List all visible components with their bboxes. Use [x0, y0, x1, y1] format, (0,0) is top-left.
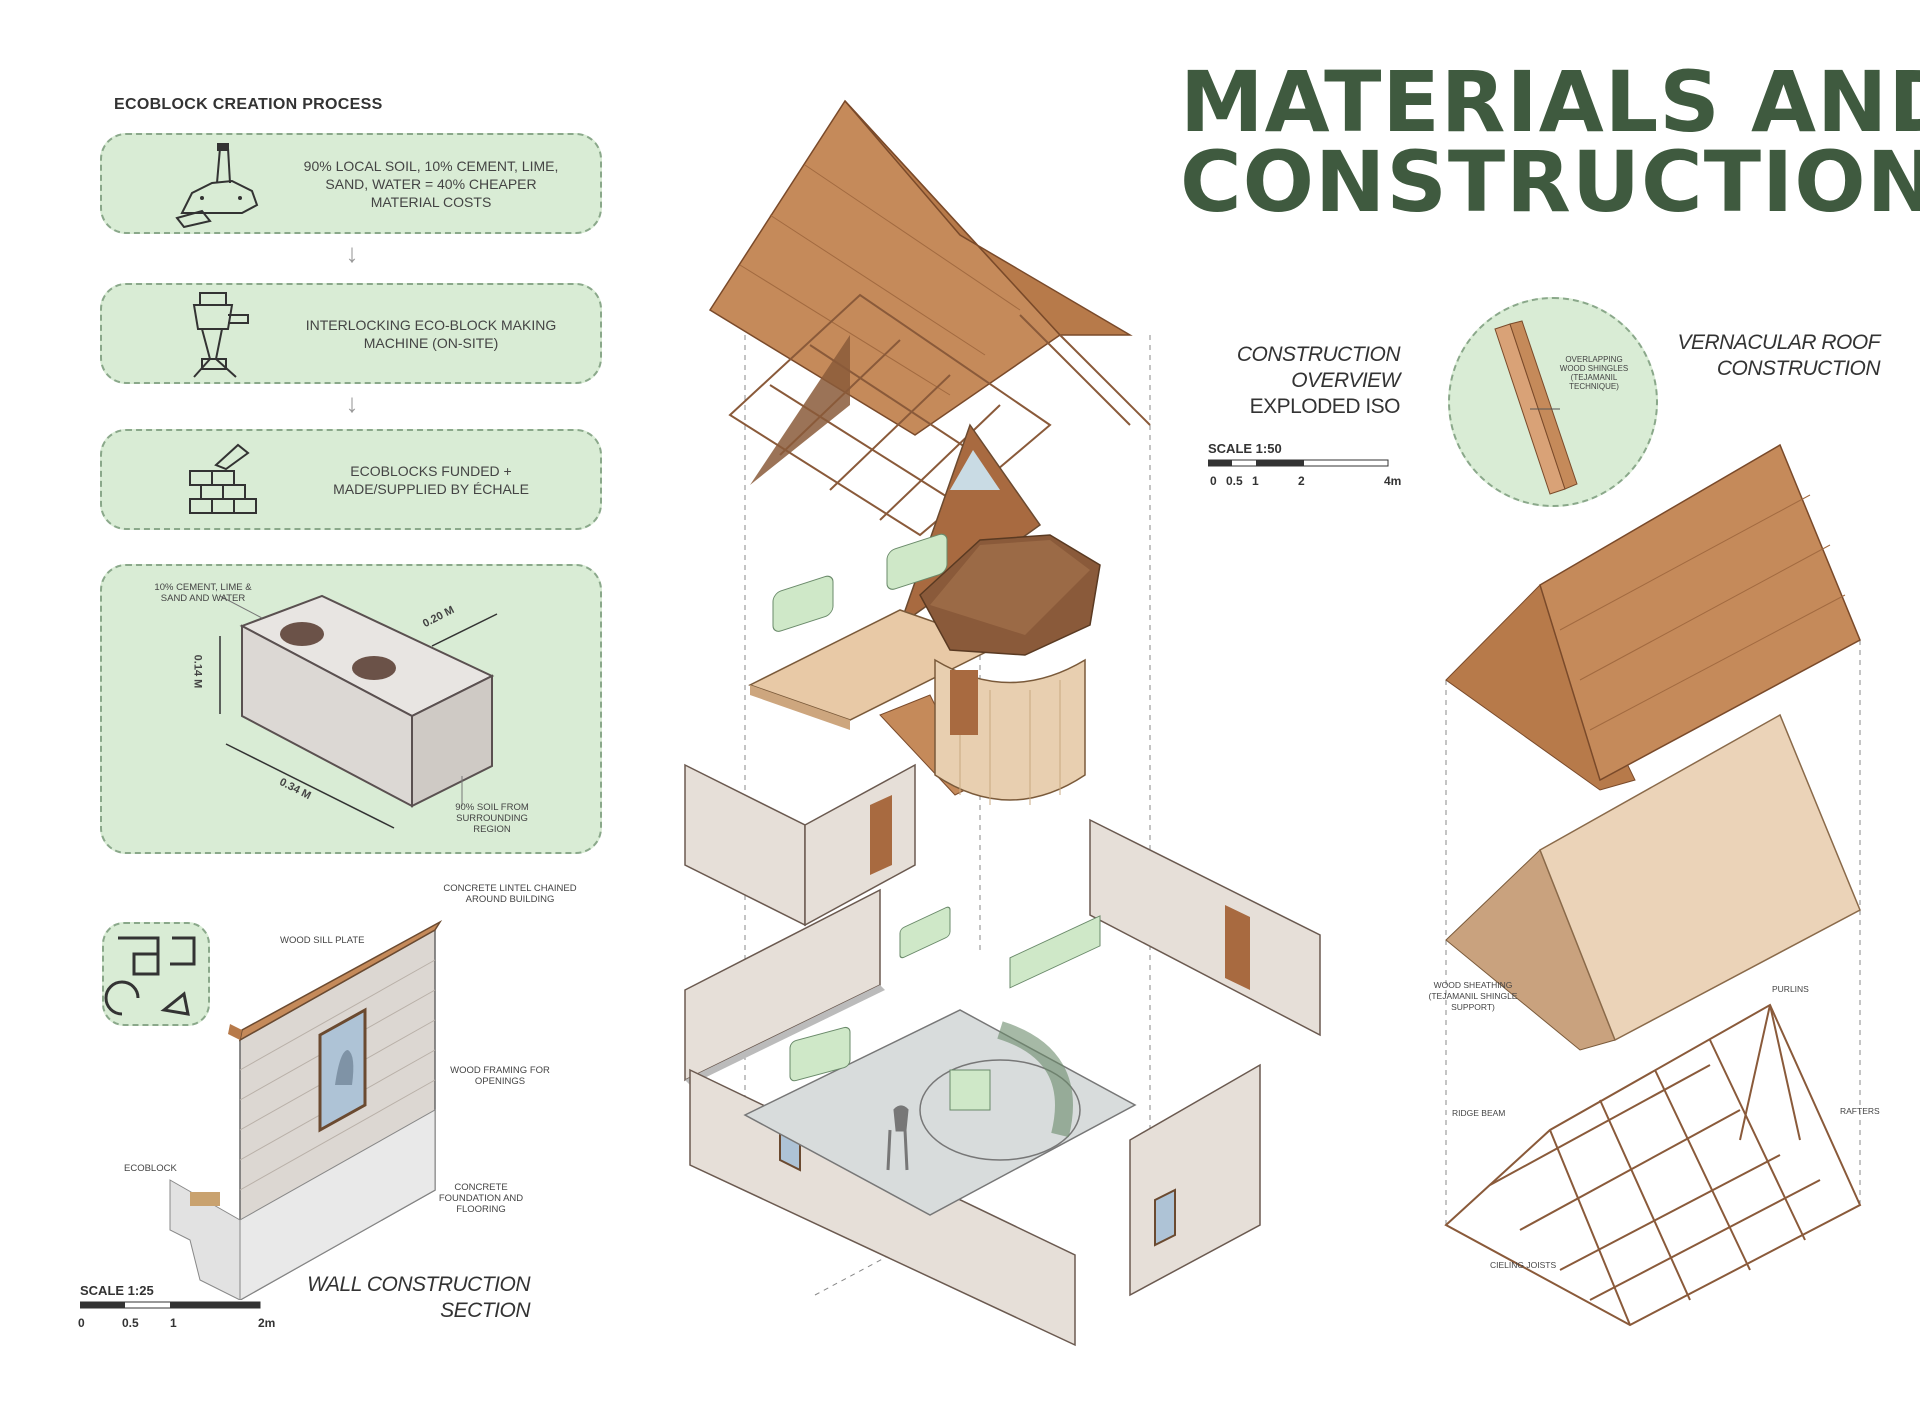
roof-caption: VERNACULAR ROOF CONSTRUCTION	[1660, 330, 1880, 382]
page-title: MATERIALS AND CONSTRUCTION	[1180, 53, 1920, 231]
wall-scale-tick-2: 1	[170, 1316, 177, 1330]
exploded-iso-drawing	[684, 99, 1321, 1347]
wall-scale-label: SCALE 1:25	[80, 1283, 154, 1298]
overview-scale-tick-0: 0	[1210, 474, 1217, 488]
ceiling-joists-label: CIELING JOISTS	[1490, 1260, 1557, 1270]
wall-scale-tick-1: 0.5	[122, 1316, 139, 1330]
overview-caption-3: EXPLODED ISO	[1249, 395, 1401, 418]
process-step-2: INTERLOCKING ECO-BLOCK MAKING MACHINE (O…	[100, 283, 602, 384]
floor-plan-icon	[104, 936, 196, 1016]
foundation-label: CONCRETE FOUNDATION AND FLOORING	[438, 1182, 524, 1215]
block-top-label: 10% CEMENT, LIME & SAND AND WATER	[154, 582, 252, 604]
shingle-detail-label: OVERLAPPING WOOD SHINGLES (TEJAMANIL TEC…	[1559, 355, 1629, 391]
ecoblock-label: ECOBLOCK	[124, 1163, 177, 1174]
title-line-1: MATERIALS AND	[1180, 53, 1920, 151]
overview-scale-tick-3: 2	[1298, 474, 1305, 488]
wall-scale-tick-0: 0	[78, 1316, 85, 1330]
overview-caption-2: OVERVIEW	[1291, 369, 1400, 392]
process-step-3: ECOBLOCKS FUNDED + MADE/SUPPLIED BY ÉCHA…	[100, 429, 602, 530]
wall-section-caption-1: WALL CONSTRUCTION	[307, 1273, 530, 1296]
overview-caption-1: CONSTRUCTION	[1236, 343, 1401, 366]
rafters-label: RAFTERS	[1840, 1106, 1880, 1116]
process-step-1: 90% LOCAL SOIL, 10% CEMENT, LIME, SAND, …	[100, 133, 602, 234]
lintel-label: CONCRETE LINTEL CHAINED AROUND BUILDING	[443, 883, 577, 905]
soil-icon	[175, 143, 259, 228]
roof-caption-2: CONSTRUCTION	[1716, 357, 1881, 380]
ecoblock-drawing	[219, 594, 498, 829]
process-step-2-text: INTERLOCKING ECO-BLOCK MAKING MACHINE (O…	[305, 317, 557, 351]
sill-plate-label: WOOD SILL PLATE	[280, 935, 365, 946]
process-step-3-text: ECOBLOCKS FUNDED + MADE/SUPPLIED BY ÉCHA…	[333, 463, 529, 497]
overview-scale-tick-1: 0.5	[1226, 474, 1243, 488]
roof-caption-1: VERNACULAR ROOF	[1677, 331, 1880, 354]
purlins-label: PURLINS	[1772, 984, 1809, 994]
overview-scale-label: SCALE 1:50	[1208, 441, 1282, 456]
overview-scale-tick-4: 4m	[1384, 474, 1402, 488]
wall-section-drawing	[169, 919, 443, 1300]
ecoblock-diagram-panel: 10% CEMENT, LIME & SAND AND WATER 0.20 m…	[100, 564, 602, 854]
block-machine-icon	[192, 292, 249, 378]
wall-section-caption: WALL CONSTRUCTION SECTION	[300, 1272, 530, 1324]
process-heading: ECOBLOCK CREATION PROCESS	[114, 96, 383, 113]
sheathing-label: WOOD SHEATHING (TEJAMANIL SHINGLE SUPPOR…	[1428, 980, 1518, 1012]
floor-plan-thumbnail	[102, 922, 210, 1026]
block-height-label: 0.14 m	[191, 654, 204, 689]
wall-section-caption-2: SECTION	[440, 1299, 530, 1322]
wall-scale-bar	[80, 1301, 261, 1309]
shingle-detail-circle: OVERLAPPING WOOD SHINGLES (TEJAMANIL TEC…	[1448, 297, 1658, 507]
overview-caption: CONSTRUCTION OVERVIEW EXPLODED ISO	[1190, 342, 1401, 420]
wall-scale-tick-3: 2m	[258, 1316, 276, 1330]
arrow-down-icon: ↓	[345, 238, 359, 268]
ridge-beam-label: RIDGE BEAM	[1452, 1108, 1506, 1118]
block-bottom-label: 90% SOIL FROM SURROUNDING REGION	[455, 802, 529, 835]
title-line-2: CONSTRUCTION	[1180, 133, 1920, 231]
brick-wall-icon	[189, 443, 257, 514]
process-step-1-text: 90% LOCAL SOIL, 10% CEMENT, LIME, SAND, …	[303, 158, 559, 210]
arrow-down-icon: ↓	[345, 388, 359, 418]
shingle-drawing	[1494, 320, 1578, 495]
roof-layers-drawing	[1444, 443, 1862, 1327]
wood-framing-label: WOOD FRAMING FOR OPENINGS	[450, 1065, 550, 1087]
overview-scale-tick-2: 1	[1252, 474, 1259, 488]
overview-scale-bar	[1208, 459, 1389, 467]
